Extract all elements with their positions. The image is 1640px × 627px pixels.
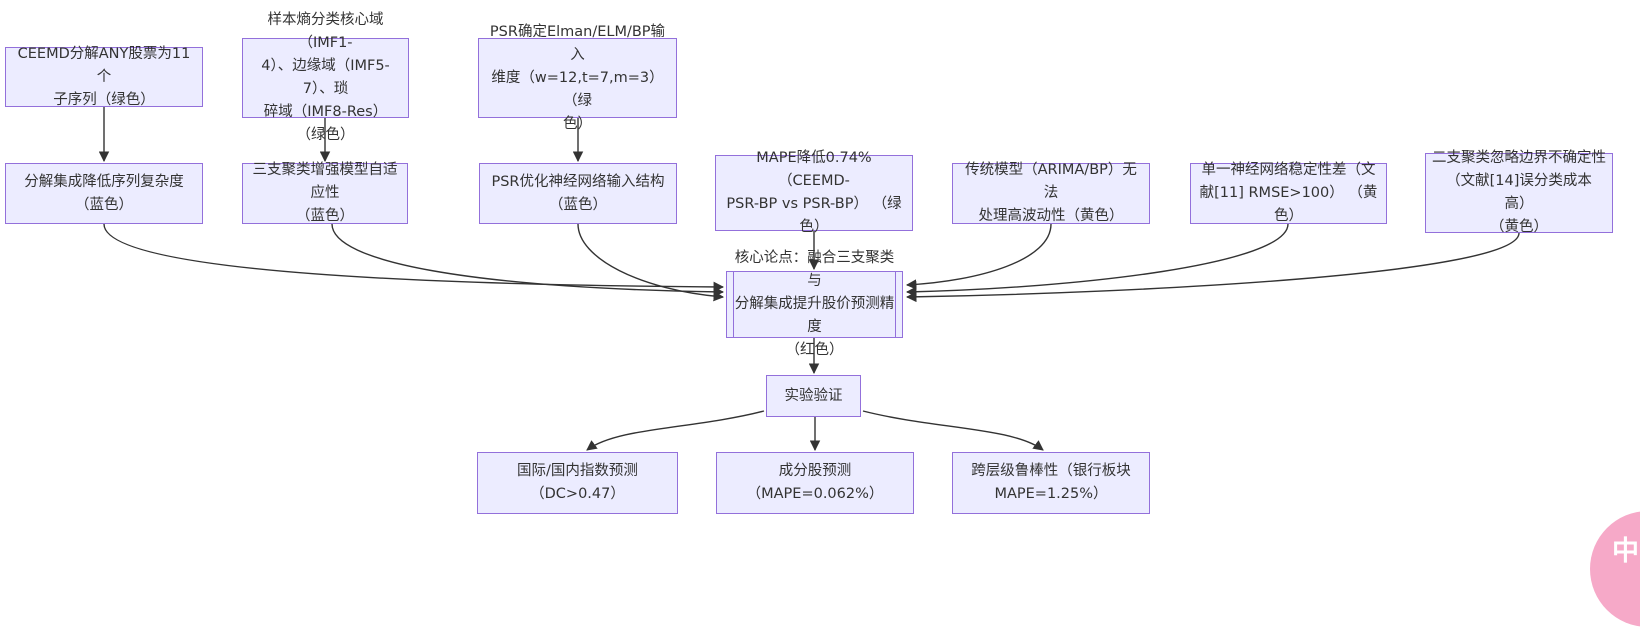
node-index-prediction: 国际/国内指数预测 （DC>0.47） <box>477 452 678 514</box>
node-sample-entropy-classification: 样本熵分类核心域（IMF1- 4）、边缘域（IMF5-7）、琐 碎域（IMF8-… <box>242 12 409 143</box>
node-core-thesis: 核心论点：融合三支聚类与 分解集成提升股价预测精度 （红色） <box>726 250 903 358</box>
edge-experiment-to-robustness <box>862 410 1044 451</box>
node-mape-reduction: MAPE降低0.74%（CEEMD- PSR-BP vs PSR-BP） （绿 … <box>715 150 913 235</box>
node-decomposition-reduces-complexity: 分解集成降低序列复杂度 （蓝色） <box>5 163 203 224</box>
node-traditional-model-limitation: 传统模型（ARIMA/BP）无法 处理高波动性（黄色） <box>952 162 1150 224</box>
node-ceemd-decomposition: CEEMD分解ANY股票为11个 子序列（绿色） <box>5 46 203 108</box>
node-three-way-clustering-adaptivity: 三支聚类增强模型自适应性 （蓝色） <box>242 162 408 224</box>
node-psr-optimizes-input-structure: PSR优化神经网络输入结构 （蓝色） <box>479 163 677 224</box>
node-single-nn-instability: 单一神经网络稳定性差（文 献[11] RMSE>100） （黄色） <box>1190 162 1387 224</box>
edge-twoway-to-core <box>905 232 1520 303</box>
edge-decomp-to-core <box>103 223 725 293</box>
translate-icon: 中A <box>1612 536 1640 567</box>
edge-experiment-to-index <box>586 410 765 451</box>
edge-singlenn-to-core <box>905 223 1289 298</box>
node-cross-level-robustness: 跨层级鲁棒性（银行板块 MAPE=1.25%） <box>952 452 1150 514</box>
node-psr-input-dimension: PSR确定Elman/ELM/BP输入 维度（w=12,t=7,m=3） （绿 … <box>478 24 677 132</box>
node-two-way-clustering-limitation: 二支聚类忽略边界不确定性 （文献[14]误分类成本高） （黄色） <box>1425 150 1613 235</box>
translate-button[interactable]: 中A <box>1590 511 1640 627</box>
edge-traditional-to-core <box>905 223 1052 290</box>
node-constituent-stock-prediction: 成分股预测 （MAPE=0.062%） <box>716 452 914 514</box>
node-experimental-validation: 实验验证 <box>766 375 861 417</box>
edge-threeway-to-core <box>331 223 725 298</box>
flowchart-canvas: CEEMD分解ANY股票为11个 子序列（绿色） 样本熵分类核心域（IMF1- … <box>5 12 1640 627</box>
edge-psrstruct-to-core <box>577 223 725 302</box>
